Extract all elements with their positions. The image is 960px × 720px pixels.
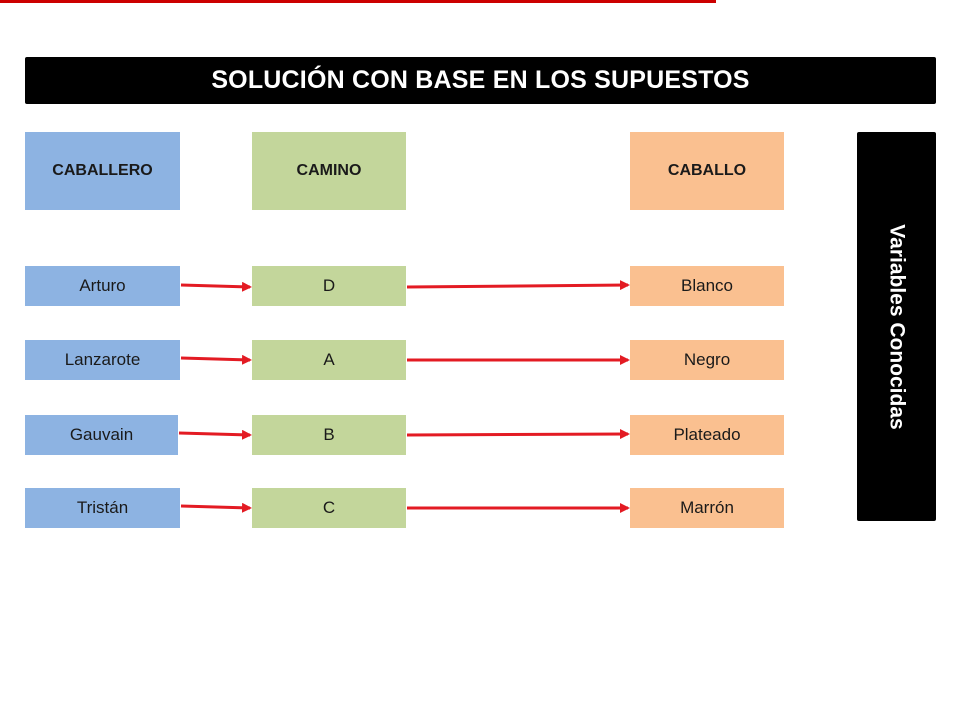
road-box-3: B: [252, 415, 406, 455]
horse-box-2: Negro: [630, 340, 784, 380]
slide-title: SOLUCIÓN CON BASE EN LOS SUPUESTOS: [25, 57, 936, 104]
road-box-4: C: [252, 488, 406, 528]
horse-box-3: Plateado: [630, 415, 784, 455]
road-box-1: D: [252, 266, 406, 306]
top-rule: [0, 0, 716, 3]
horse-box-4: Marrón: [630, 488, 784, 528]
road-box-2: A: [252, 340, 406, 380]
header-caballo: CABALLO: [630, 132, 784, 210]
arrow-knight-road-1: [180, 281, 252, 292]
arrow-knight-road-2: [180, 354, 252, 365]
knight-box-4: Tristán: [25, 488, 180, 528]
horse-box-1: Blanco: [630, 266, 784, 306]
header-caballero: CABALLERO: [25, 132, 180, 210]
arrow-road-horse-3: [406, 429, 630, 440]
side-label-bar: [857, 132, 936, 521]
knight-box-3: Gauvain: [25, 415, 178, 455]
arrow-road-horse-1: [406, 280, 630, 291]
arrow-knight-road-4: [180, 502, 252, 513]
knight-box-2: Lanzarote: [25, 340, 180, 380]
header-camino: CAMINO: [252, 132, 406, 210]
arrow-knight-road-3: [178, 429, 252, 440]
knight-box-1: Arturo: [25, 266, 180, 306]
